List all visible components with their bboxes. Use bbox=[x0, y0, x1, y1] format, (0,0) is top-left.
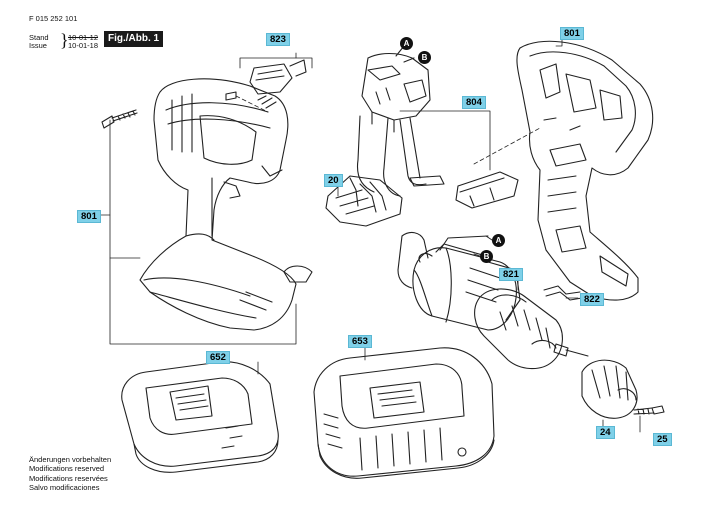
contact-cover bbox=[455, 171, 519, 209]
callout-822: 822 bbox=[580, 293, 604, 306]
callout-801-left: 801 bbox=[77, 210, 101, 223]
callout-821: 821 bbox=[499, 268, 523, 281]
connector-a-motor: A bbox=[492, 234, 505, 247]
issue-label: Issue bbox=[29, 41, 47, 50]
callout-24: 24 bbox=[596, 426, 615, 439]
stand-date: 10-01-12 bbox=[68, 33, 99, 42]
motor-assembly bbox=[397, 231, 521, 331]
callout-823: 823 bbox=[266, 33, 290, 46]
battery-charger bbox=[313, 347, 495, 479]
left-housing-half bbox=[139, 78, 297, 331]
connector-b-top: B bbox=[418, 51, 431, 64]
switch-slider-parts bbox=[225, 59, 307, 109]
callout-20: 20 bbox=[324, 174, 343, 187]
connector-a-top: A bbox=[400, 37, 413, 50]
callout-804: 804 bbox=[462, 96, 486, 109]
gearbox-clutch bbox=[474, 288, 589, 370]
assembly-line bbox=[235, 95, 269, 113]
footer-line: Änderungen vorbehalten bbox=[29, 455, 112, 464]
footer-line: Modifications reservées bbox=[29, 473, 108, 483]
switch-module bbox=[356, 45, 431, 197]
callout-653: 653 bbox=[348, 335, 372, 348]
date-brace: } bbox=[60, 30, 69, 50]
battery-pack bbox=[121, 361, 279, 473]
figure-label: Fig./Abb. 1 bbox=[104, 31, 164, 47]
battery-contact-block bbox=[325, 175, 403, 227]
stand-label: Stand bbox=[29, 33, 49, 42]
callout-801-right: 801 bbox=[560, 27, 584, 40]
document-number: F 015 252 101 bbox=[29, 14, 78, 23]
footer-notes: Änderungen vorbehalten Modifications res… bbox=[29, 455, 111, 493]
footer-line: Modifications reserved bbox=[29, 464, 105, 474]
footer-line: Salvo modificaciones bbox=[29, 483, 100, 493]
housing-screw bbox=[101, 109, 138, 129]
callout-25: 25 bbox=[653, 433, 672, 446]
small-cap-part bbox=[283, 265, 313, 283]
right-housing-half bbox=[516, 40, 654, 301]
chuck-screw bbox=[633, 405, 665, 415]
connector-b-motor: B bbox=[480, 250, 493, 263]
callout-652: 652 bbox=[206, 351, 230, 364]
drill-chuck bbox=[581, 359, 638, 419]
issue-date: 10-01-18 bbox=[68, 41, 99, 50]
assembly-line-2 bbox=[473, 127, 541, 165]
terminal-plate bbox=[409, 175, 445, 187]
spring-clip bbox=[543, 285, 583, 301]
motor-wires bbox=[473, 235, 493, 257]
